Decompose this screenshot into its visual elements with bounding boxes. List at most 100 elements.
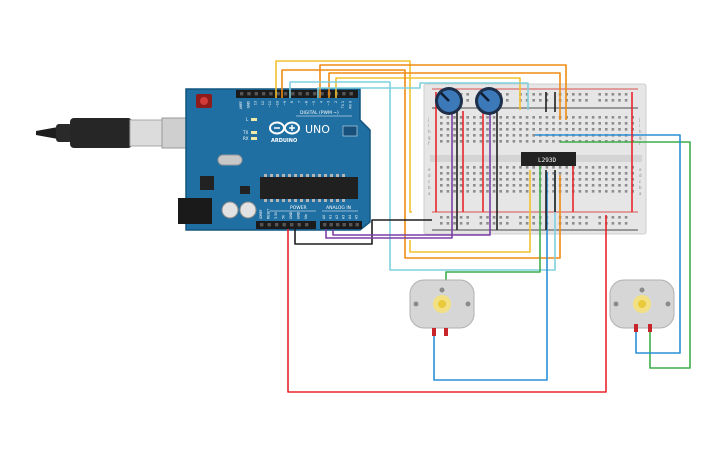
- digital-pin-hole[interactable]: [254, 92, 258, 96]
- breadboard-hole[interactable]: [624, 184, 628, 187]
- rail-hole[interactable]: [618, 216, 621, 219]
- digital-pin-hole[interactable]: [269, 92, 273, 96]
- breadboard-hole[interactable]: [499, 116, 502, 119]
- breadboard-hole[interactable]: [624, 116, 628, 119]
- breadboard-hole[interactable]: [440, 134, 443, 137]
- analog-pin-hole[interactable]: [336, 223, 340, 227]
- breadboard-hole[interactable]: [539, 140, 542, 143]
- rail-hole[interactable]: [446, 222, 450, 225]
- breadboard-hole[interactable]: [459, 134, 463, 137]
- breadboard-hole[interactable]: [492, 134, 496, 137]
- breadboard-hole[interactable]: [552, 172, 555, 175]
- breadboard-hole[interactable]: [473, 140, 476, 143]
- breadboard-hole[interactable]: [519, 184, 522, 187]
- rail-hole[interactable]: [499, 216, 502, 219]
- breadboard-hole[interactable]: [532, 166, 535, 169]
- breadboard-hole[interactable]: [591, 178, 595, 181]
- rail-hole[interactable]: [506, 99, 509, 102]
- breadboard-hole[interactable]: [618, 172, 621, 175]
- rail-hole[interactable]: [572, 216, 575, 219]
- breadboard-hole[interactable]: [552, 140, 555, 143]
- breadboard-hole[interactable]: [519, 166, 522, 169]
- rail-hole[interactable]: [585, 93, 588, 96]
- rail-hole[interactable]: [525, 93, 529, 96]
- breadboard-hole[interactable]: [552, 116, 555, 119]
- breadboard-hole[interactable]: [453, 190, 456, 193]
- wire-red-5v[interactable]: [287, 215, 607, 393]
- power-pin-hole[interactable]: [275, 223, 279, 227]
- breadboard-hole[interactable]: [453, 122, 456, 125]
- rail-hole[interactable]: [532, 216, 535, 219]
- rail-hole[interactable]: [506, 222, 509, 225]
- breadboard-hole[interactable]: [453, 116, 456, 119]
- breadboard-hole[interactable]: [499, 190, 502, 193]
- rail-hole[interactable]: [578, 216, 582, 219]
- breadboard-hole[interactable]: [598, 178, 601, 181]
- breadboard-hole[interactable]: [585, 172, 588, 175]
- breadboard-hole[interactable]: [578, 190, 582, 193]
- breadboard-hole[interactable]: [558, 166, 562, 169]
- breadboard-hole[interactable]: [605, 166, 608, 169]
- rail-hole[interactable]: [611, 216, 615, 219]
- rail-hole[interactable]: [519, 222, 522, 225]
- breadboard-hole[interactable]: [585, 184, 588, 187]
- breadboard-hole[interactable]: [506, 178, 509, 181]
- breadboard-hole[interactable]: [565, 190, 568, 193]
- breadboard-hole[interactable]: [446, 134, 450, 137]
- rail-hole[interactable]: [572, 222, 575, 225]
- breadboard-hole[interactable]: [512, 128, 516, 131]
- rail-hole[interactable]: [499, 222, 502, 225]
- breadboard-hole[interactable]: [605, 122, 608, 125]
- breadboard-hole[interactable]: [624, 172, 628, 175]
- breadboard-hole[interactable]: [466, 140, 469, 143]
- rail-hole[interactable]: [598, 222, 601, 225]
- breadboard-hole[interactable]: [492, 128, 496, 131]
- breadboard-hole[interactable]: [605, 184, 608, 187]
- breadboard-hole[interactable]: [525, 166, 529, 169]
- breadboard-hole[interactable]: [552, 122, 555, 125]
- breadboard-hole[interactable]: [512, 122, 516, 125]
- breadboard-hole[interactable]: [585, 128, 588, 131]
- breadboard-hole[interactable]: [499, 178, 502, 181]
- breadboard-hole[interactable]: [532, 116, 535, 119]
- breadboard-hole[interactable]: [486, 140, 489, 143]
- breadboard-hole[interactable]: [512, 172, 516, 175]
- breadboard-hole[interactable]: [479, 128, 483, 131]
- breadboard-hole[interactable]: [453, 172, 456, 175]
- wire-yellow-1[interactable]: [275, 60, 412, 213]
- breadboard-hole[interactable]: [545, 116, 549, 119]
- digital-pin-hole[interactable]: [342, 92, 346, 96]
- breadboard-hole[interactable]: [506, 140, 509, 143]
- breadboard-hole[interactable]: [466, 128, 469, 131]
- breadboard-hole[interactable]: [585, 190, 588, 193]
- breadboard-hole[interactable]: [499, 128, 502, 131]
- rail-hole[interactable]: [572, 99, 575, 102]
- potentiometer-2[interactable]: [475, 87, 503, 115]
- breadboard-hole[interactable]: [565, 172, 568, 175]
- breadboard-hole[interactable]: [532, 128, 535, 131]
- breadboard-hole[interactable]: [440, 116, 443, 119]
- breadboard-hole[interactable]: [605, 128, 608, 131]
- breadboard-hole[interactable]: [611, 116, 615, 119]
- breadboard-hole[interactable]: [446, 178, 450, 181]
- breadboard-hole[interactable]: [440, 166, 443, 169]
- breadboard-hole[interactable]: [552, 184, 555, 187]
- breadboard-hole[interactable]: [585, 122, 588, 125]
- breadboard-hole[interactable]: [512, 166, 516, 169]
- breadboard-hole[interactable]: [565, 178, 568, 181]
- breadboard-hole[interactable]: [572, 116, 575, 119]
- breadboard-hole[interactable]: [479, 178, 483, 181]
- breadboard-hole[interactable]: [558, 122, 562, 125]
- breadboard-hole[interactable]: [512, 190, 516, 193]
- breadboard-hole[interactable]: [473, 178, 476, 181]
- breadboard-hole[interactable]: [611, 172, 615, 175]
- breadboard-hole[interactable]: [440, 140, 443, 143]
- rail-hole[interactable]: [539, 93, 542, 96]
- breadboard-hole[interactable]: [492, 172, 496, 175]
- wire-purple-a1[interactable]: [332, 112, 491, 236]
- breadboard-hole[interactable]: [525, 172, 529, 175]
- rail-hole[interactable]: [525, 222, 529, 225]
- breadboard-hole[interactable]: [492, 190, 496, 193]
- breadboard-hole[interactable]: [506, 122, 509, 125]
- breadboard-hole[interactable]: [492, 166, 496, 169]
